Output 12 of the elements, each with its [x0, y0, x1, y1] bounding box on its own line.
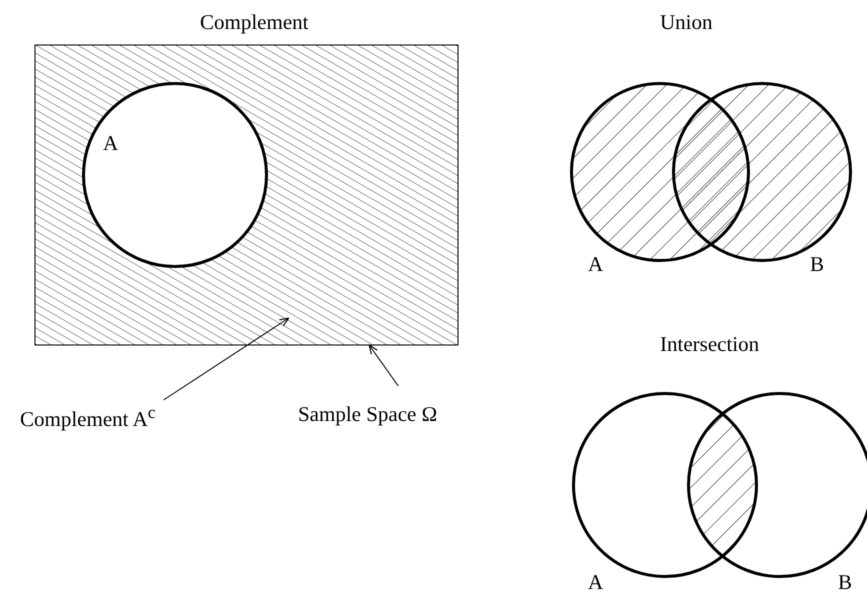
set-label: A — [588, 254, 604, 275]
section-title: Intersection — [660, 334, 760, 355]
leader-arrow — [163, 317, 290, 400]
set-label: B — [838, 572, 852, 593]
leader-arrow — [368, 344, 399, 386]
set-label: A — [588, 572, 604, 593]
set-label: A — [103, 133, 118, 154]
section-title: Complement — [200, 12, 308, 33]
callout-text: Complement A$^{c}$ — [20, 407, 156, 431]
section-title: Union — [660, 12, 712, 33]
callout-text: Sample Space Ω — [298, 402, 438, 426]
set-label: B — [810, 254, 824, 275]
